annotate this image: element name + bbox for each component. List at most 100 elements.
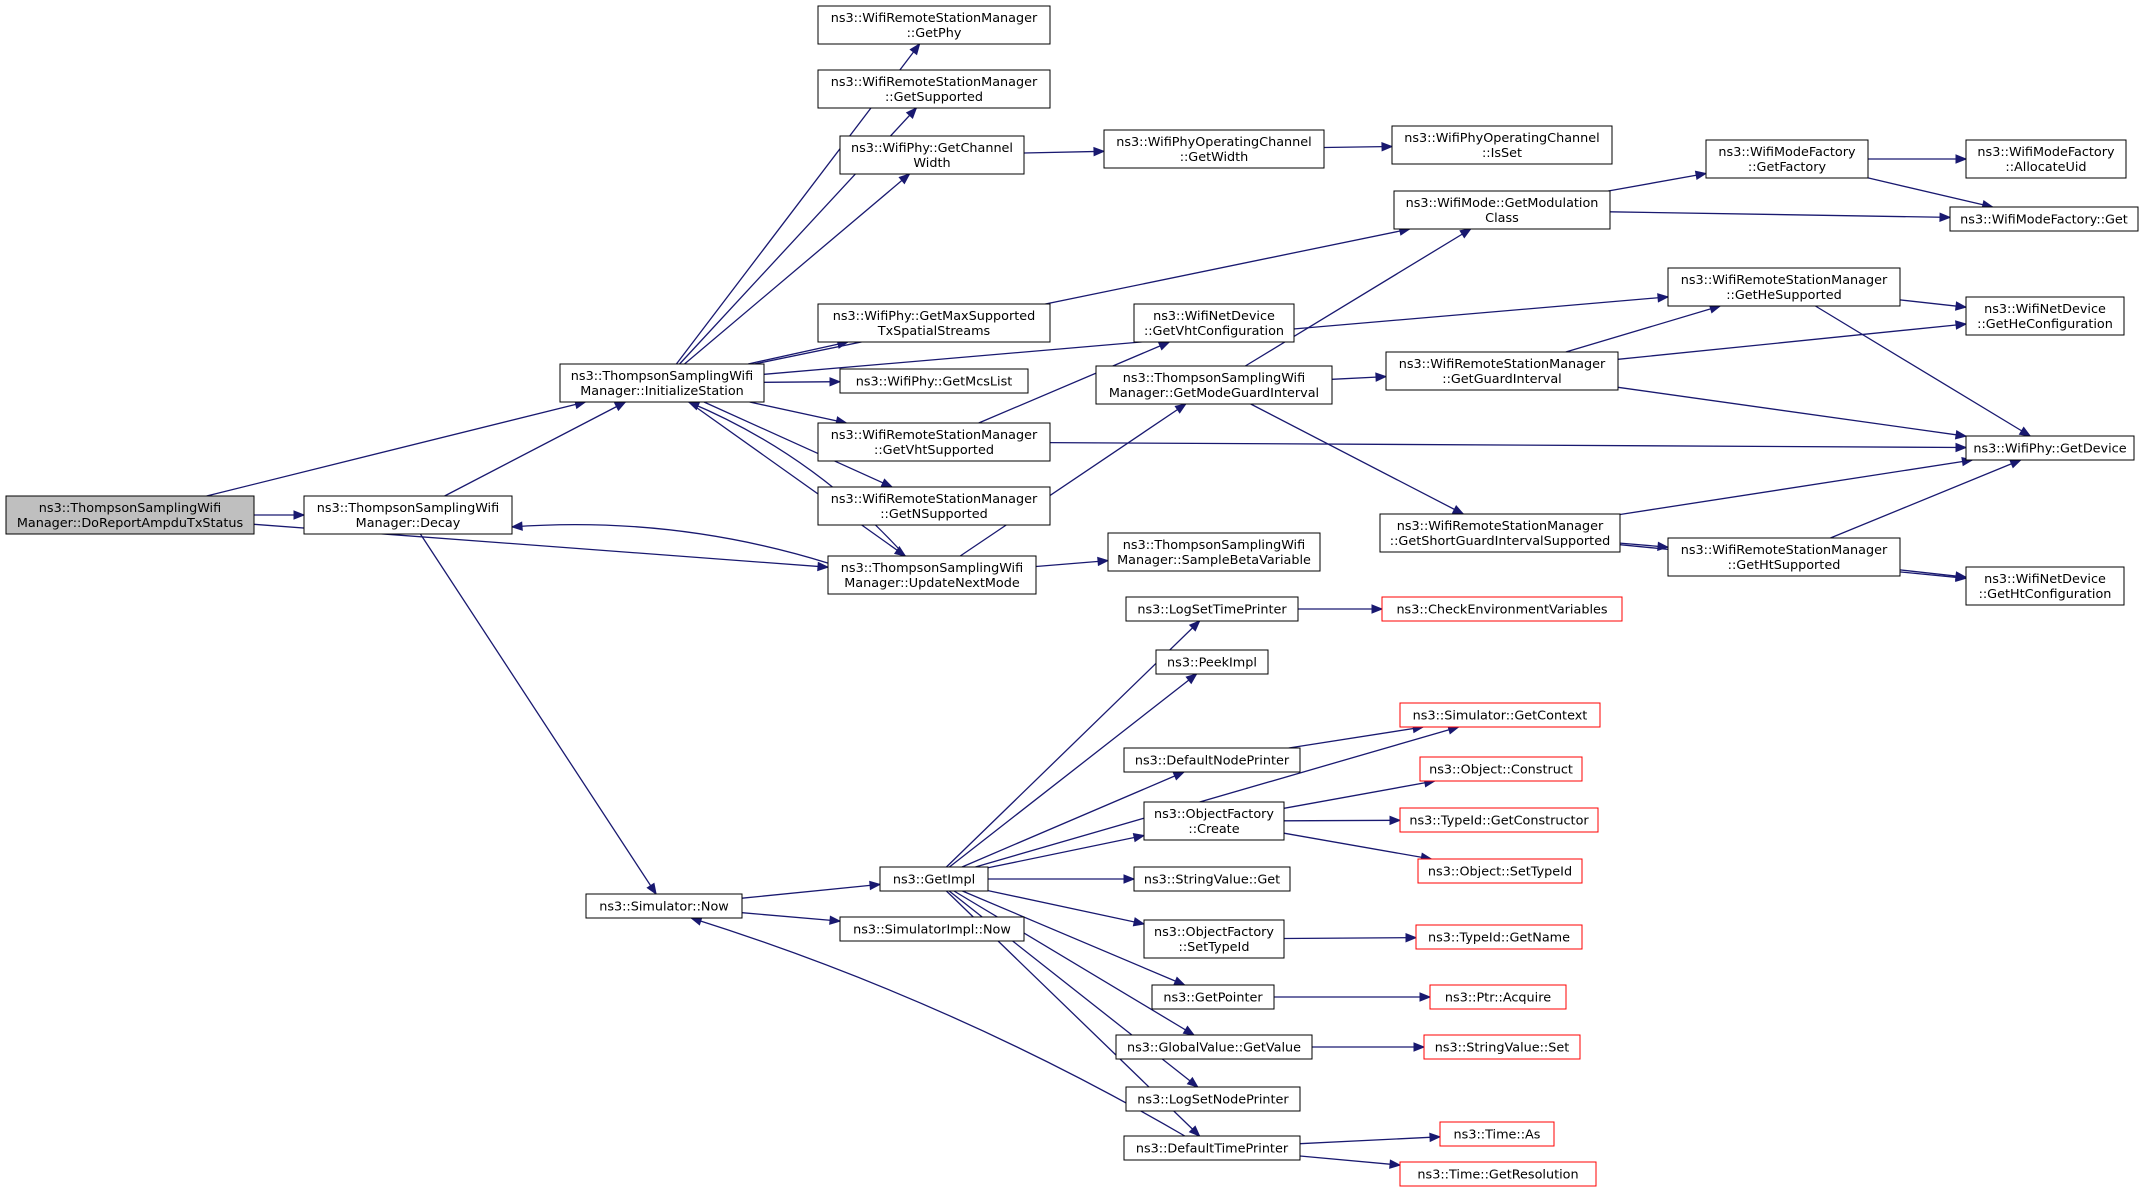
node-box [1125,1086,1301,1112]
edge-hesup-to-heconf [1899,299,1968,311]
node-mgi[interactable]: ns3::ThompsonSamplingWifiManager::GetMod… [1095,365,1333,405]
node-ctx[interactable]: ns3::Simulator::GetContext [1399,702,1601,728]
node-svset[interactable]: ns3::StringValue::Set [1423,1034,1581,1060]
node-objc[interactable]: ns3::Object::Construct [1419,756,1583,782]
edge-gvget-to-svset [1312,1042,1426,1052]
node-label-line: Manager::UpdateNextMode [844,576,1020,591]
edge-init-to-mcs [763,377,842,387]
node-upd[interactable]: ns3::ThompsonSamplingWifiManager::Update… [827,555,1037,595]
node-label-line: ::Create [1188,822,1239,837]
node-gi[interactable]: ns3::WifiRemoteStationManager::GetGuardI… [1385,351,1619,391]
node-box [1385,351,1619,391]
node-label-line: ns3::Simulator::Now [599,900,729,915]
node-box [1151,984,1275,1010]
edge-init-to-modcls [754,226,1412,365]
node-tiname[interactable]: ns3::TypeId::GetName [1415,924,1583,950]
node-label-line: ::GetGuardInterval [1442,372,1561,387]
node-label-line: ns3::TypeId::GetConstructor [1409,814,1589,829]
node-htconf[interactable]: ns3::WifiNetDevice::GetHtConfiguration [1965,566,2125,606]
node-heconf[interactable]: ns3::WifiNetDevice::GetHeConfiguration [1965,296,2125,336]
node-simnow[interactable]: ns3::Simulator::Now [585,893,743,919]
node-getptr[interactable]: ns3::GetPointer [1151,984,1275,1010]
node-label-line: Manager::GetModeGuardInterval [1109,386,1319,401]
edge-upd-to-mgi [959,403,1187,557]
edge-getimpl-to-svget [988,874,1136,884]
node-label-line: ns3::WifiRemoteStationManager [831,492,1038,507]
node-hesup[interactable]: ns3::WifiRemoteStationManager::GetHeSupp… [1667,267,1901,307]
node-lognode[interactable]: ns3::LogSetNodePrinter [1125,1086,1301,1112]
node-getsup[interactable]: ns3::WifiRemoteStationManager::GetSuppor… [817,69,1051,109]
edge-getimpl-to-peek [948,673,1198,868]
node-label-line: ns3::WifiRemoteStationManager [831,11,1038,26]
node-box [1429,984,1567,1010]
node-box [827,555,1037,595]
node-timeas[interactable]: ns3::Time::As [1439,1121,1555,1147]
edge-logtime-to-checkenv [1297,604,1384,614]
node-label-line: ns3::PeekImpl [1167,656,1257,671]
edge-hesup-to-getdev [1815,305,2032,437]
node-beta[interactable]: ns3::ThompsonSamplingWifiManager::Sample… [1107,532,1321,572]
node-dorep[interactable]: ns3::ThompsonSamplingWifiManager::DoRepo… [5,495,255,535]
node-logtime[interactable]: ns3::LogSetTimePrinter [1125,596,1299,622]
node-getdev[interactable]: ns3::WifiPhy::GetDevice [1965,435,2135,461]
node-init[interactable]: ns3::ThompsonSamplingWifiManager::Initia… [559,363,765,403]
node-tictor[interactable]: ns3::TypeId::GetConstructor [1399,807,1599,833]
node-label-line: ::AllocateUid [2005,160,2086,175]
node-label-line: Manager::SampleBetaVariable [1117,553,1311,568]
node-label-line: ns3::WifiModeFactory::Get [1960,213,2128,228]
node-mfget[interactable]: ns3::WifiModeFactory::Get [1949,206,2139,232]
node-implnow[interactable]: ns3::SimulatorImpl::Now [839,916,1025,942]
node-sgi[interactable]: ns3::WifiRemoteStationManager::GetShortG… [1379,513,1621,553]
node-timeres[interactable]: ns3::Time::GetResolution [1399,1161,1597,1187]
node-box [1399,807,1599,833]
node-vhtconf[interactable]: ns3::WifiNetDevice::GetVhtConfiguration [1133,303,1295,343]
node-opisset[interactable]: ns3::WifiPhyOperatingChannel::IsSet [1391,125,1613,165]
node-vhtsup[interactable]: ns3::WifiRemoteStationManager::GetVhtSup… [817,422,1051,462]
node-box [1107,532,1321,572]
node-label-line: ns3::WifiPhy::GetChannel [851,141,1013,156]
node-opwidth[interactable]: ns3::WifiPhyOperatingChannel::GetWidth [1103,129,1325,169]
node-mcs[interactable]: ns3::WifiPhy::GetMcsList [839,368,1029,394]
node-label-line: ns3::WifiRemoteStationManager [831,428,1038,443]
node-box [1419,756,1583,782]
node-box [1965,435,2135,461]
node-label-line: ns3::StringValue::Get [1144,873,1280,888]
edge-dtp-to-timeres [1299,1155,1402,1169]
node-label-line: ::GetHeSupported [1726,288,1842,303]
node-box [839,368,1029,394]
node-nsup[interactable]: ns3::WifiRemoteStationManager::GetNSuppo… [817,486,1051,526]
edge-modcls-to-mfget [1609,211,1952,223]
node-ofst[interactable]: ns3::ObjectFactory::SetTypeId [1143,919,1285,959]
node-box [839,916,1025,942]
node-svget[interactable]: ns3::StringValue::Get [1133,866,1291,892]
node-getimpl[interactable]: ns3::GetImpl [879,866,989,892]
node-objst[interactable]: ns3::Object::SetTypeId [1417,858,1583,884]
node-label-line: ::GetPhy [907,26,962,41]
node-gvget[interactable]: ns3::GlobalValue::GetValue [1115,1034,1313,1060]
node-label-line: ::GetSupported [885,90,983,105]
node-box [1667,537,1901,577]
node-box [1965,296,2125,336]
node-alloc[interactable]: ns3::WifiModeFactory::AllocateUid [1965,139,2127,179]
node-htsup[interactable]: ns3::WifiRemoteStationManager::GetHtSupp… [1667,537,1901,577]
edge-getimpl-to-ctx [975,725,1460,868]
node-ofc[interactable]: ns3::ObjectFactory::Create [1143,801,1285,841]
node-checkenv[interactable]: ns3::CheckEnvironmentVariables [1381,596,1623,622]
node-getphy[interactable]: ns3::WifiRemoteStationManager::GetPhy [817,5,1051,45]
node-box [1439,1121,1555,1147]
node-box [1125,596,1299,622]
node-acq[interactable]: ns3::Ptr::Acquire [1429,984,1567,1010]
edge-ofc-to-objst [1283,832,1433,862]
node-label-line: ns3::WifiPhy::GetMaxSupported [833,309,1035,324]
node-box [1115,1034,1313,1060]
node-peek[interactable]: ns3::PeekImpl [1155,649,1269,675]
node-maxsup[interactable]: ns3::WifiPhy::GetMaxSupportedTxSpatialSt… [817,303,1051,343]
node-dtp[interactable]: ns3::DefaultTimePrinter [1123,1135,1301,1161]
node-box [1667,267,1901,307]
node-mff[interactable]: ns3::WifiModeFactory::GetFactory [1705,139,1869,179]
node-dnp[interactable]: ns3::DefaultNodePrinter [1123,747,1301,773]
